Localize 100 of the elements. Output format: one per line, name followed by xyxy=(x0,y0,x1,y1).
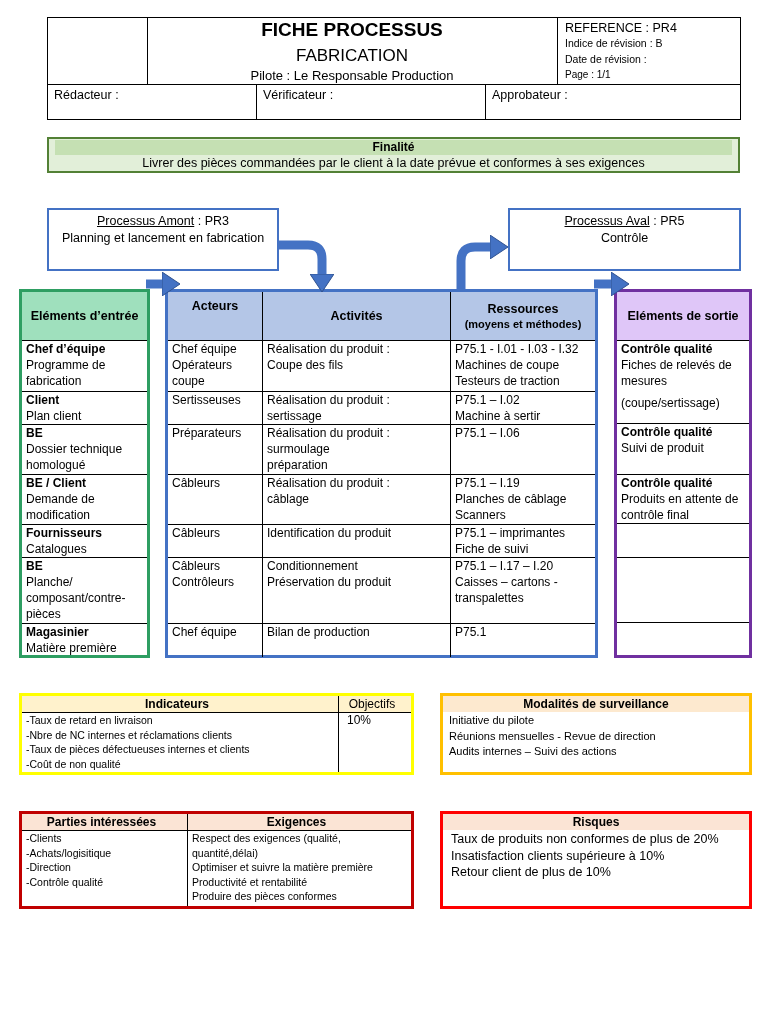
process-name: Planning et lancement en fabrication xyxy=(61,229,265,246)
process-box xyxy=(508,208,741,271)
cell-text: P75.1 – I.17 – I.20 xyxy=(455,558,554,574)
cell-text: Réalisation du produit : xyxy=(267,475,390,491)
list-item: Retour client de plus de 10% xyxy=(451,864,611,881)
table-cell xyxy=(262,524,450,557)
table-header-cell xyxy=(262,292,450,340)
cell-text: Plan client xyxy=(26,408,82,424)
list-item: Respect des exigences (qualité, quantité,délai) xyxy=(192,831,342,860)
cell-text: Préservation du produit xyxy=(267,574,392,590)
cell-text: Machine à sertir xyxy=(455,408,541,424)
table-cell xyxy=(450,623,595,657)
monitoring-box xyxy=(440,693,752,775)
cell-text: Fiches de relevés de mesures xyxy=(621,357,733,389)
curved-arrow xyxy=(456,234,509,292)
cell-heading: Contrôle qualité xyxy=(621,341,713,357)
cell-text: Câbleurs xyxy=(172,558,221,574)
cell-text: préparation xyxy=(267,457,328,473)
cell-text: P75.1 - I.01 - I.03 - I.32 xyxy=(455,341,579,357)
cell-text: Réalisation du produit : xyxy=(267,341,390,357)
signature-field xyxy=(47,84,257,120)
table-cell xyxy=(450,474,595,524)
list-item: -Nbre de NC internes et réclamations clients xyxy=(26,727,232,742)
table-cell xyxy=(450,340,595,391)
column-heading: Exigences xyxy=(266,814,327,830)
list-item: Productivité et rentabilité xyxy=(192,874,307,889)
risk-box xyxy=(440,811,752,909)
table-cell xyxy=(262,391,450,424)
list-item: Taux de produits non conformes de plus de 20% xyxy=(451,831,719,848)
cell-text: sertissage xyxy=(267,408,322,424)
table-cell xyxy=(262,340,450,391)
list-item: -Taux de pièces défectueuses internes et clients xyxy=(26,742,250,757)
cell-text: Planche/ composant/contre-pièces xyxy=(26,574,127,622)
pilot-text: Pilote : Le Responsable Production xyxy=(250,68,454,84)
revision-date-text: Date de révision : xyxy=(565,53,647,66)
cell-text: Demande de modification xyxy=(26,491,96,523)
table-cell xyxy=(450,391,595,424)
column-heading: Objectifs xyxy=(348,696,396,712)
list-item: Audits internes – Suivi des actions xyxy=(449,744,617,759)
stakeholder-table xyxy=(19,811,414,909)
process-reference: Processus Amont : PR3 xyxy=(97,213,229,230)
cell-text: P75.1 – I.02 xyxy=(455,392,520,408)
table-cell xyxy=(262,424,450,474)
curved-arrow xyxy=(279,240,335,293)
list-item: Initiative du pilote xyxy=(449,713,534,728)
list-item: -Taux de retard en livraison xyxy=(26,713,153,728)
cell-text: Machines de coupe xyxy=(455,357,560,373)
table-header-cell xyxy=(450,292,595,340)
cell-text: surmoulage xyxy=(267,441,330,457)
output-column xyxy=(614,289,752,658)
cell-text: Produits en attente de contrôle final xyxy=(621,491,740,523)
cell-text: Chef équipe xyxy=(172,341,237,357)
cell-heading: Client xyxy=(26,392,60,408)
cell-text: Caisses – cartons - transpalettes xyxy=(455,574,559,606)
table-cell xyxy=(450,424,595,474)
column-heading: Eléments de sortie xyxy=(627,308,739,324)
cell-text: Sertisseuses xyxy=(172,392,241,408)
cell-heading: Contrôle qualité xyxy=(621,424,713,440)
input-column xyxy=(19,289,150,658)
list-item: -Coût de non qualité xyxy=(26,756,121,771)
activity-table xyxy=(165,289,598,658)
table-cell xyxy=(22,623,147,657)
cell-text: P75.1 – imprimantes xyxy=(455,525,566,541)
reference-text: REFERENCE : PR4 xyxy=(565,20,677,36)
purpose-band xyxy=(47,137,740,173)
cell-text: Catalogues xyxy=(26,541,87,557)
cell-text: Contrôleurs xyxy=(172,574,235,590)
field-label: Approbateur : xyxy=(492,87,568,103)
list-item: Produire des pièces conformes xyxy=(192,889,337,904)
revision-index-text: Indice de révision : B xyxy=(565,37,663,50)
cell-text: Suivi de produit xyxy=(621,440,704,456)
indicator-table xyxy=(19,693,414,775)
cell-text: Opérateurs coupe xyxy=(172,357,234,389)
field-label: Rédacteur : xyxy=(54,87,119,103)
table-column xyxy=(187,814,411,906)
cell-heading: Chef d’équipe xyxy=(26,341,106,357)
column-heading: Parties intéressées xyxy=(46,814,157,830)
process-name: Contrôle xyxy=(600,229,649,246)
list-item: -Contrôle qualité xyxy=(26,874,104,889)
column-heading: Risques xyxy=(572,814,620,830)
cell-text: Identification du produit xyxy=(267,525,392,541)
title: FICHE PROCESSUS xyxy=(261,19,443,41)
table-column xyxy=(22,696,338,772)
column-subheading: (moyens et méthodes) xyxy=(464,316,582,332)
table-cell xyxy=(262,623,450,657)
cell-text: Fiche de suivi xyxy=(455,541,529,557)
subtitle: FABRICATION xyxy=(295,45,409,66)
table-cell xyxy=(262,474,450,524)
table-cell xyxy=(168,340,262,391)
cell-text: (coupe/sertissage) xyxy=(621,395,720,411)
column-heading: Ressources xyxy=(487,300,559,317)
cell-text: Câbleurs xyxy=(172,525,221,541)
section-heading: Finalité xyxy=(55,140,732,155)
cell-text: Coupe des fils xyxy=(267,357,344,373)
column-heading: Modalités de surveillance xyxy=(523,696,669,712)
table-header-cell xyxy=(168,292,262,340)
cell-text: P75.1 xyxy=(455,624,487,640)
column-heading: Eléments d’entrée xyxy=(30,308,139,324)
column-heading: Acteurs xyxy=(191,298,239,314)
list-item: -Direction xyxy=(26,860,71,875)
